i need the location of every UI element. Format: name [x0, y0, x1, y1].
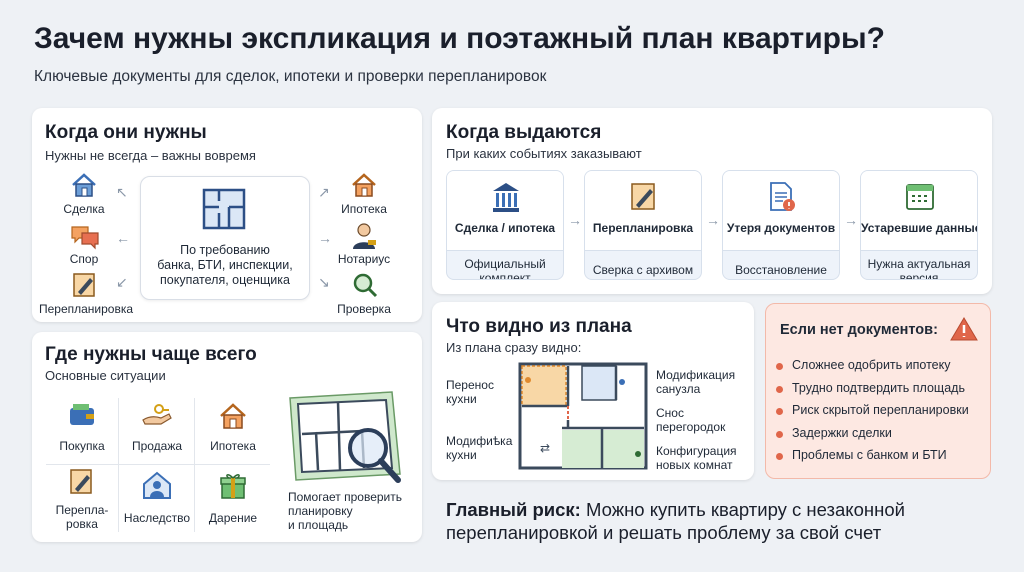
requirement-line-1: По требованию: [180, 243, 270, 257]
arrow-right-icon: →: [844, 212, 858, 228]
requirement-line-2: банка, БТИ, инспекции,: [157, 258, 293, 272]
when-needed-subtitle: Нужны не всегда – важны вовремя: [45, 148, 256, 163]
calendar-icon: [906, 184, 934, 210]
issue-step-desc: Официальный: [464, 257, 546, 271]
pencil-plan-icon: [70, 469, 92, 494]
house-person-icon: [143, 471, 171, 499]
when-item-replanning: Перепланировка: [38, 302, 134, 316]
when-issued-title: Когда выдаются: [446, 122, 602, 143]
plan-note-line-2: планировку: [288, 504, 353, 518]
issue-step-name: Утеря документов: [726, 221, 836, 235]
wallet-icon: [70, 404, 94, 425]
where-needed-card: Где нужны чаще всего Основные ситуации П…: [32, 332, 422, 542]
bank-icon: [493, 183, 519, 212]
where-item-replanning: Перепла-ровка: [46, 468, 118, 531]
where-item-mortgage: Ипотека: [196, 402, 270, 453]
issue-step-desc: комплект: [479, 271, 531, 280]
arrow-icon: ↗: [318, 184, 330, 200]
arrow-icon: →: [318, 230, 332, 246]
when-item-check: Проверка: [337, 302, 391, 316]
requirement-box: По требованию банка, БТИ, инспекции, пок…: [140, 176, 310, 300]
issue-step-desc: версия: [899, 271, 939, 280]
where-needed-subtitle: Основные ситуации: [45, 368, 166, 383]
document-alert-icon: [770, 182, 795, 211]
where-item-inheritance: Наследство: [120, 470, 194, 525]
main-risk-line-2: перепланировкой и решать проблему за сво…: [446, 522, 882, 543]
issue-step-name: Устаревшие данные: [861, 221, 978, 235]
plan-card: Что видно из плана Из плана сразу видно:…: [432, 302, 754, 480]
issue-step-lost-docs: Утеря документов Восстановление: [722, 170, 840, 280]
no-docs-item: Проблемы с банком и БТИ: [772, 448, 969, 471]
issue-step-desc: Восстановление: [735, 263, 827, 277]
gift-icon: [220, 474, 246, 499]
main-risk-label: Главный риск:: [446, 499, 581, 520]
where-item-purchase: Покупка: [46, 402, 118, 453]
when-item-notary: Нотариус: [337, 252, 391, 266]
when-issued-card: Когда выдаются При каких событиях заказы…: [432, 108, 992, 294]
pencil-plan-icon: [73, 273, 95, 297]
arrow-icon: ↙: [116, 274, 128, 290]
issue-step-replanning: Перепланировка Сверка с архивом: [584, 170, 702, 280]
apartment-plan-diagram: ⇄: [518, 362, 648, 470]
house-icon: [352, 173, 376, 197]
hand-key-icon: [142, 404, 172, 425]
no-docs-item: Трудно подтвердить площадь: [772, 381, 969, 404]
main-risk-line-1: Можно купить квартиру с незаконной: [586, 499, 905, 520]
notary-icon: [353, 223, 376, 249]
speech-bubbles-icon: [71, 226, 99, 250]
plan-title: Что видно из плана: [446, 316, 632, 337]
where-needed-title: Где нужны чаще всего: [45, 344, 257, 365]
when-issued-subtitle: При каких событиях заказывают: [446, 146, 642, 161]
issue-step-outdated: Устаревшие данные Нужна актуальная верси…: [860, 170, 978, 280]
no-docs-item: Задержки сделки: [772, 426, 969, 449]
no-docs-title: Если нет документов:: [780, 322, 938, 338]
svg-text:⇄: ⇄: [540, 441, 550, 455]
pencil-plan-icon: [631, 183, 655, 210]
when-item-deal: Сделка: [63, 202, 105, 216]
no-docs-item: Риск скрытой перепланировки: [772, 403, 969, 426]
floor-plan-magnifier-icon: [289, 391, 401, 483]
arrow-icon: ↖: [116, 184, 128, 200]
when-item-dispute: Спор: [69, 252, 99, 266]
requirement-line-3: покупателя, оценщика: [160, 273, 290, 287]
issue-step-deal: Сделка / ипотека Официальный комплект: [446, 170, 564, 280]
house-icon: [72, 173, 96, 197]
arrow-icon: ↘: [318, 274, 330, 290]
issue-step-desc: Сверка с архивом: [592, 263, 694, 277]
plan-subtitle: Из плана сразу видно:: [446, 340, 582, 355]
arrow-right-icon: →: [706, 212, 720, 228]
house-icon: [220, 403, 246, 429]
page-subtitle: Ключевые документы для сделок, ипотеки и…: [34, 68, 547, 85]
where-item-sale: Продажа: [120, 402, 194, 453]
issue-step-name: Сделка / ипотека: [454, 221, 556, 235]
when-needed-title: Когда они нужны: [45, 122, 207, 143]
magnifier-icon: [353, 273, 378, 298]
arrow-icon: ←: [116, 230, 130, 246]
issue-step-name: Перепланировка: [592, 221, 694, 235]
page-title: Зачем нужны экспликация и поэтажный план…: [34, 22, 885, 55]
issue-step-desc: Нужна актуальная: [867, 257, 971, 271]
arrow-right-icon: →: [568, 212, 582, 228]
no-documents-box: Если нет документов: Сложнее одобрить ип…: [765, 303, 991, 479]
when-item-mortgage: Ипотека: [341, 202, 387, 216]
when-needed-card: Когда они нужны Нужны не всегда – важны …: [32, 108, 422, 322]
floor-plan-icon: [202, 188, 246, 230]
plan-note-line-1: Помогает проверить: [288, 490, 402, 504]
no-docs-item: Сложнее одобрить ипотеку: [772, 358, 969, 381]
plan-note-line-3: и площадь: [288, 518, 349, 532]
main-risk-text: Главный риск: Можно купить квартиру с не…: [446, 498, 905, 544]
where-item-gift: Дарение: [196, 470, 270, 525]
warning-icon: [950, 317, 978, 341]
